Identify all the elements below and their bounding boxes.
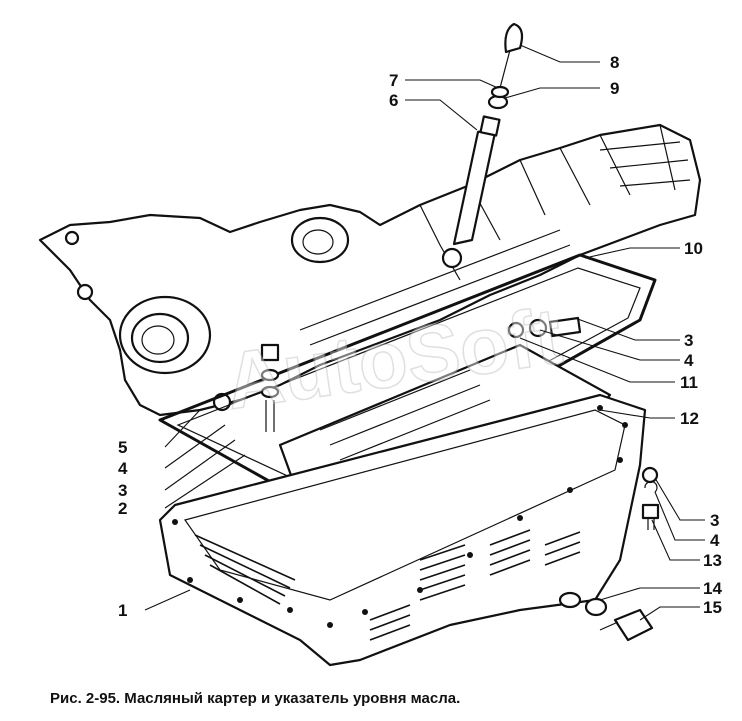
callout-3c: 3: [710, 511, 719, 530]
leader-lines: [144, 44, 705, 621]
callout-13: 13: [703, 551, 722, 570]
oil-pan: [158, 393, 647, 667]
pan-ribs: [194, 529, 581, 641]
callout-9: 9: [610, 79, 619, 98]
callout-11: 11: [680, 373, 698, 392]
callout-7: 7: [389, 71, 398, 90]
transmission-housing: [38, 123, 702, 417]
dipstick-assembly: [452, 22, 524, 246]
callout-4a: 4: [118, 459, 128, 478]
callout-10: 10: [684, 239, 703, 258]
callout-3b: 3: [684, 331, 693, 350]
callout-3a: 3: [118, 481, 127, 500]
callout-12: 12: [680, 409, 699, 428]
callout-1: 1: [118, 601, 127, 620]
callout-6: 6: [389, 91, 398, 110]
callout-15: 15: [703, 598, 722, 617]
fasteners: [260, 316, 660, 642]
callout-14: 14: [703, 579, 722, 598]
callout-4c: 4: [710, 531, 720, 550]
callout-2: 2: [118, 499, 127, 518]
figure-caption: Рис. 2-95. Масляный картер и указатель у…: [50, 690, 461, 707]
callout-4b: 4: [684, 351, 694, 370]
callout-5: 5: [118, 438, 127, 457]
callout-8: 8: [610, 53, 619, 72]
callout-labels: 1 2 3 4 5 6 7 8 9 10 3 4 11 12 3 4 13 14…: [118, 53, 722, 620]
